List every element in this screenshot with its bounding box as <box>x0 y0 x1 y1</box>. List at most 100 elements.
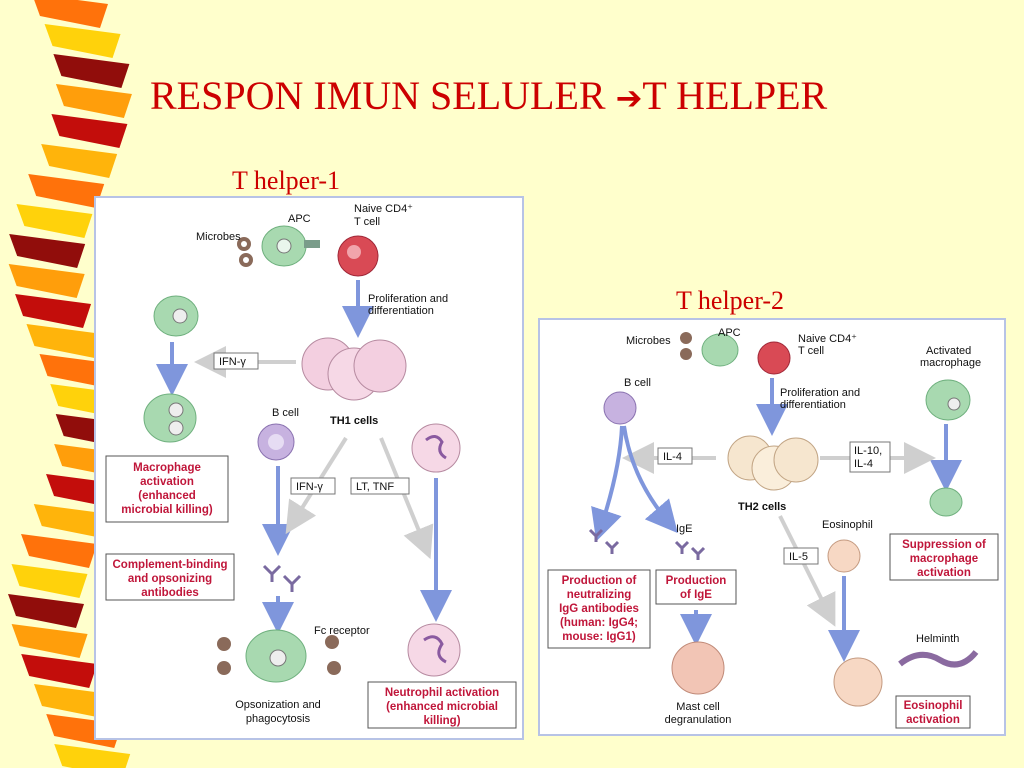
th1-cells-label: TH1 cells <box>330 415 378 427</box>
ifn-mid-label: IFN-γ <box>296 481 323 493</box>
microbes-label: Microbes <box>196 231 241 243</box>
eosinophil-icon <box>827 539 861 573</box>
th1-diagram-panel: Microbes APC Naive CD4⁺ T cell Prolifera… <box>94 196 524 740</box>
mast-1: Mast cell <box>676 701 719 713</box>
prolif-label-1: Proliferation and <box>368 293 448 305</box>
mast-2: degranulation <box>665 714 732 726</box>
slide-title: RESPON IMUN SELULER ➔T HELPER <box>150 72 980 119</box>
th2-antibody-icon <box>588 528 706 560</box>
ifn-mid-box <box>290 477 336 495</box>
activated-2: macrophage <box>920 357 981 369</box>
il4-box <box>657 447 693 465</box>
neut-label-1: Neutrophil activation <box>385 687 499 699</box>
th1-diagram: Microbes APC Naive CD4⁺ T cell Prolifera… <box>105 203 517 729</box>
activated-macrophage-icon <box>143 393 197 443</box>
naive-t-label-2: T cell <box>354 216 380 228</box>
prod-4: (human: IgG4; <box>560 617 638 629</box>
th2-naive-1: Naive CD4⁺ <box>798 333 857 345</box>
decorative-ribbon <box>8 0 132 768</box>
ige-box-1: Production <box>666 575 727 587</box>
th2-apc-icon <box>701 333 739 367</box>
opso-label-1: Opsonization and <box>235 699 321 711</box>
microbe-icon <box>237 237 253 267</box>
th2-naive-t-icon <box>757 341 791 375</box>
th2-naive-2: T cell <box>798 345 824 357</box>
th1-heading: T helper-1 <box>232 166 341 195</box>
title-text: RESPON IMUN SELULER <box>150 73 606 118</box>
il10-1: IL-10, <box>854 445 882 457</box>
th2-prolif-1: Proliferation and <box>780 387 860 399</box>
activated-eosinophil-icon <box>833 657 883 707</box>
prod-3: IgG antibodies <box>559 603 639 615</box>
th2-b-cell-icon <box>603 391 637 425</box>
sup-3: activation <box>917 567 971 579</box>
il5-box <box>783 547 819 565</box>
naive-t-label-1: Naive CD4⁺ <box>354 203 413 215</box>
th2-cells-label: TH2 cells <box>738 501 786 513</box>
activated-neutrophil-icon <box>407 623 461 677</box>
th2-prolif-2: differentiation <box>780 399 846 411</box>
lt-tnf-box <box>350 477 410 495</box>
suppression-box <box>889 533 999 581</box>
neutrophil-activation-box <box>367 681 517 729</box>
neut-label-3: killing) <box>423 715 460 727</box>
opso-label-2: phagocytosis <box>246 713 311 725</box>
il10-box <box>849 441 891 473</box>
th2-apc-label: APC <box>718 327 741 339</box>
comp-label-3: antibodies <box>141 587 199 599</box>
eos-box-2: activation <box>906 714 960 726</box>
comp-label-2: and opsonizing <box>128 573 212 585</box>
macrophage-activation-box <box>105 455 229 523</box>
title-suffix: T HELPER <box>642 73 828 118</box>
eos-box-1: Eosinophil <box>904 700 963 712</box>
prod-5: mouse: IgG1) <box>562 631 636 643</box>
th2-cells-icon <box>727 435 819 491</box>
prod-2: neutralizing <box>567 589 632 601</box>
opsonized-microbe-icon <box>217 635 341 675</box>
prolif-label-2: differentiation <box>368 305 434 317</box>
comp-label-1: Complement-binding <box>113 559 228 571</box>
th2-microbe-icon <box>680 332 692 360</box>
mac-label-3: (enhanced <box>138 490 196 502</box>
eosinophil-activation-box <box>895 695 971 729</box>
th2-diagram-panel: Microbes APC Naive CD4⁺ T cell Activated… <box>538 318 1006 736</box>
th2-microbes-label: Microbes <box>626 335 671 347</box>
helminth-icon <box>898 650 979 668</box>
antibody-icon <box>262 564 302 592</box>
lt-tnf-label: LT, TNF <box>356 481 394 493</box>
suppressed-macrophage-icon <box>929 487 963 517</box>
il10-2: IL-4 <box>854 458 873 470</box>
fc-receptor-label: Fc receptor <box>314 625 370 637</box>
mhc-receptor-icon <box>304 240 320 248</box>
sup-1: Suppression of <box>902 539 986 551</box>
neutrophil-icon <box>411 423 461 473</box>
mac-label-1: Macrophage <box>133 462 201 474</box>
ifn-top-box <box>213 352 259 370</box>
ige-box-2: of IgE <box>680 589 712 601</box>
mac-label-2: activation <box>140 476 194 488</box>
title-arrow-icon: ➔ <box>615 79 643 117</box>
eosinophil-label: Eosinophil <box>822 519 873 531</box>
prod-1: Production of <box>562 575 637 587</box>
ige-label: IgE <box>676 523 693 535</box>
th2-heading: T helper-2 <box>676 286 785 315</box>
igg-production-box <box>547 569 651 649</box>
mac-label-4: microbial killing) <box>121 504 213 516</box>
ifn-top-label: IFN-γ <box>219 356 246 368</box>
il5-label: IL-5 <box>789 551 808 563</box>
activated-1: Activated <box>926 345 971 357</box>
th1-cells-icon <box>301 337 407 401</box>
th2-activated-macrophage-icon <box>925 379 971 421</box>
complement-box <box>105 553 235 601</box>
apc-label: APC <box>288 213 311 225</box>
th2-diagram: Microbes APC Naive CD4⁺ T cell Activated… <box>547 327 999 729</box>
th2-b-cell-label: B cell <box>624 377 651 389</box>
sup-2: macrophage <box>910 553 978 565</box>
helminth-label: Helminth <box>916 633 959 645</box>
ige-production-box <box>655 569 737 605</box>
il4-label: IL-4 <box>663 451 682 463</box>
neut-label-2: (enhanced microbial <box>386 701 498 713</box>
b-cell-label: B cell <box>272 407 299 419</box>
mast-cell-icon <box>671 641 725 695</box>
